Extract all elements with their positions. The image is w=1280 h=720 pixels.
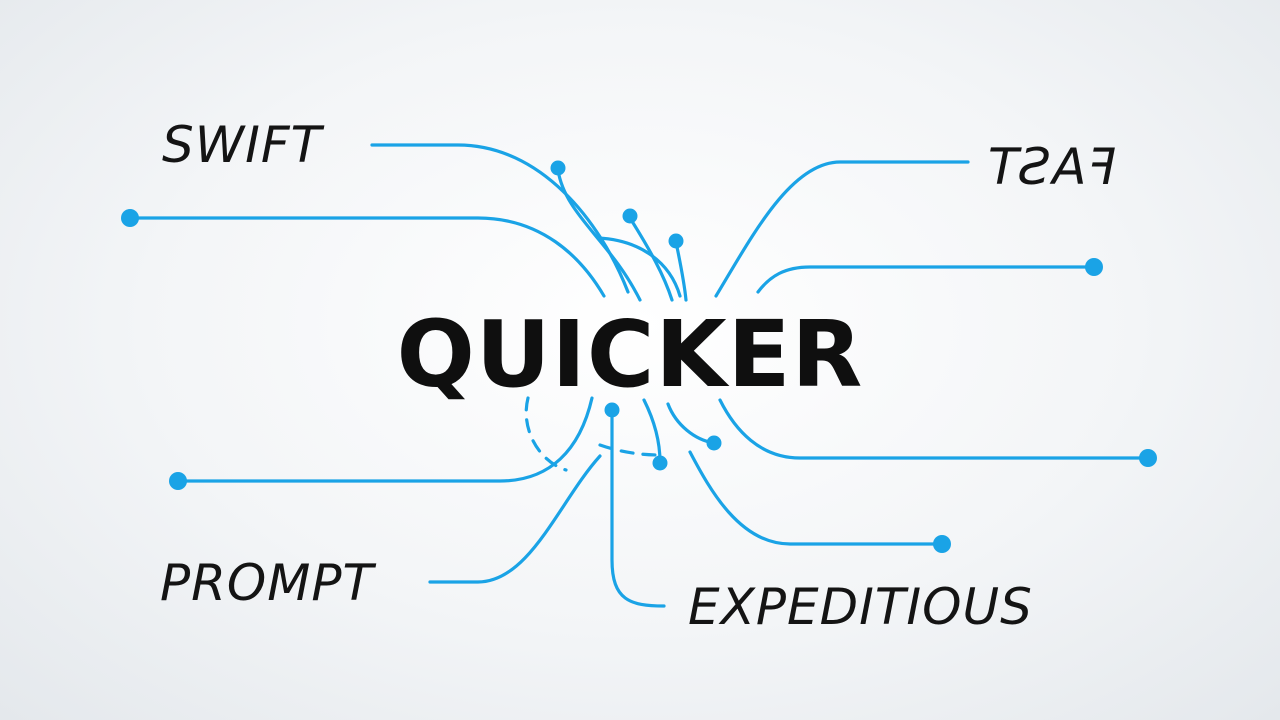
connector-right-upper bbox=[756, 265, 1096, 294]
connector-left-lower bbox=[176, 396, 594, 483]
endpoint-dot bbox=[604, 402, 620, 418]
endpoint-dot bbox=[933, 535, 951, 553]
connector-up-1 bbox=[556, 168, 642, 302]
connector-right-lower bbox=[718, 398, 1150, 460]
connector-up-2 bbox=[628, 216, 674, 302]
word-fast-mirrored: TꙄAꟻ bbox=[988, 138, 1117, 196]
connector-dashed-low bbox=[598, 443, 662, 457]
connector-endpoints bbox=[121, 160, 1157, 553]
endpoint-dot bbox=[1085, 258, 1103, 276]
connector-dashed-arc bbox=[524, 396, 568, 472]
connector-swift bbox=[370, 143, 630, 294]
word-expeditious: EXPEDITIOUS bbox=[688, 578, 1033, 636]
connector-right-bottom bbox=[688, 450, 944, 546]
endpoint-dot bbox=[121, 209, 139, 227]
endpoint-dot bbox=[550, 160, 566, 176]
word-swift: SWIFT bbox=[162, 116, 325, 174]
endpoint-dot bbox=[1139, 449, 1157, 467]
connector-fast bbox=[714, 160, 970, 298]
connector-down-2 bbox=[642, 398, 662, 464]
center-word: QUICKER bbox=[397, 301, 864, 408]
connector-down-1 bbox=[610, 408, 666, 608]
connector-down-3 bbox=[666, 402, 716, 445]
endpoint-dot bbox=[668, 233, 684, 249]
endpoint-dot bbox=[622, 208, 638, 224]
word-prompt: PROMPT bbox=[160, 554, 377, 612]
endpoint-dot bbox=[652, 455, 668, 471]
endpoint-dot bbox=[706, 435, 722, 451]
connector-left-upper bbox=[128, 216, 606, 298]
connector-up-arc bbox=[596, 236, 682, 298]
endpoint-dot bbox=[169, 472, 187, 490]
connector-prompt bbox=[428, 454, 602, 584]
